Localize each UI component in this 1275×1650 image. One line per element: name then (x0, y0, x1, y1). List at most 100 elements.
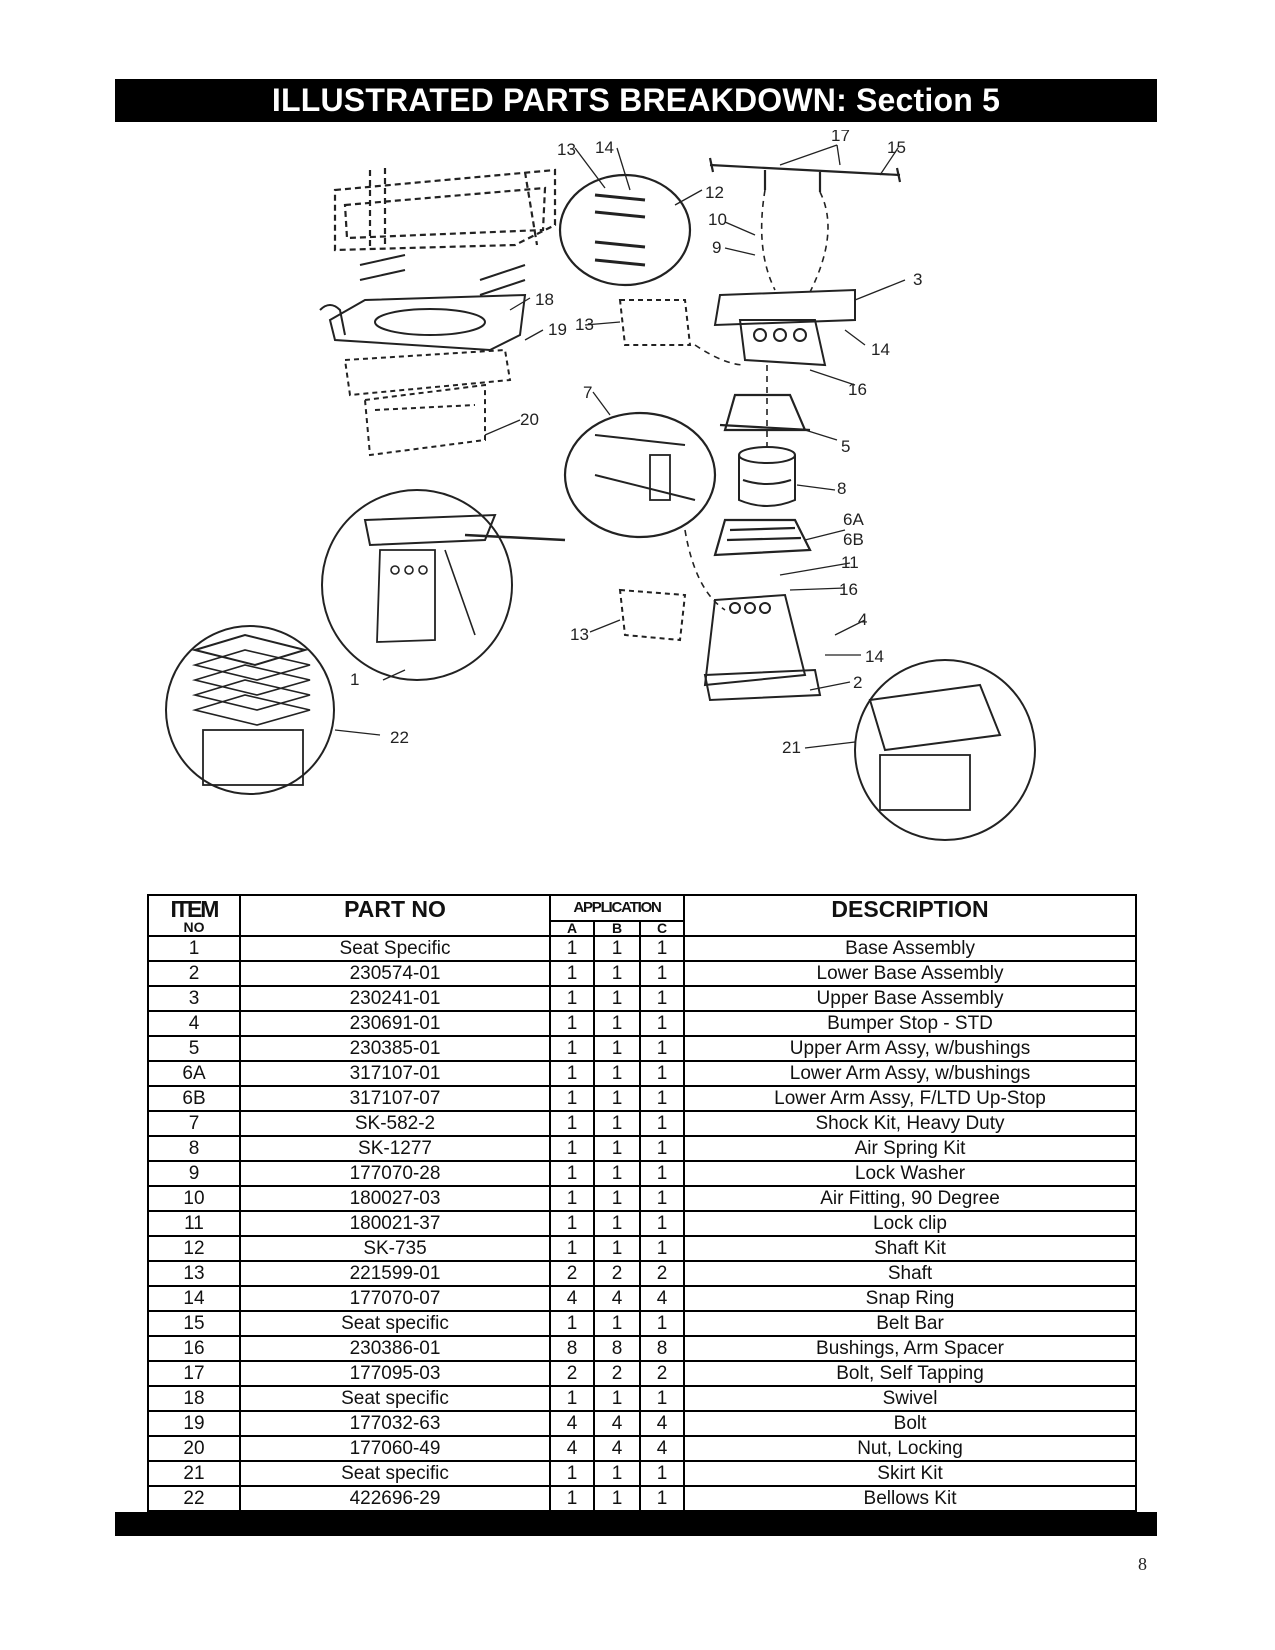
cell-item-no: 2 (147, 960, 241, 987)
cell-app-b: 1 (593, 1210, 641, 1237)
cell-app-b: 1 (593, 1485, 641, 1512)
cell-app-b: 1 (593, 1085, 641, 1112)
lower-base-drawing (618, 588, 822, 702)
cell-part-no: 177070-28 (239, 1160, 551, 1187)
cell-item-no: 12 (147, 1235, 241, 1262)
air-spring-drawing (738, 446, 796, 507)
cell-app-a: 1 (549, 1160, 595, 1187)
cell-part-no: 177060-49 (239, 1435, 551, 1462)
callout-11: 11 (841, 553, 859, 572)
callout-14-top: 14 (595, 138, 614, 157)
cell-description: Upper Base Assembly (683, 985, 1138, 1012)
upper-arm-drawing (719, 393, 811, 432)
callout-18: 18 (535, 290, 554, 309)
cell-app-b: 1 (593, 1235, 641, 1262)
callout-13-top: 13 (557, 140, 576, 159)
cell-part-no: SK-1277 (239, 1135, 551, 1162)
cell-part-no: 180027-03 (239, 1185, 551, 1212)
cell-app-a: 1 (549, 1185, 595, 1212)
callout-22: 22 (390, 728, 409, 747)
slide-mount-drawing (343, 348, 512, 457)
cell-app-c: 1 (638, 1485, 686, 1512)
cell-description: Skirt Kit (683, 1460, 1138, 1487)
cell-app-b: 4 (593, 1285, 641, 1312)
cell-item-no: 16 (147, 1335, 241, 1362)
cell-description: Bolt (683, 1410, 1138, 1437)
cell-app-c: 8 (638, 1335, 686, 1362)
cell-part-no: 422696-29 (239, 1485, 551, 1512)
cell-part-no: SK-735 (239, 1235, 551, 1262)
header-app-b: B (593, 920, 641, 937)
cell-description: Lock clip (683, 1210, 1138, 1237)
cell-item-no: 7 (147, 1110, 241, 1137)
cell-description: Air Fitting, 90 Degree (683, 1185, 1138, 1212)
cell-description: Snap Ring (683, 1285, 1138, 1312)
callout-3: 3 (913, 270, 922, 289)
cell-item-no: 14 (147, 1285, 241, 1312)
cell-part-no: 317107-07 (239, 1085, 551, 1112)
base-assembly-detail (321, 489, 566, 681)
cell-description: Shaft (683, 1260, 1138, 1287)
cell-item-no: 20 (147, 1435, 241, 1462)
cell-app-c: 1 (638, 1035, 686, 1062)
cell-app-c: 1 (638, 1385, 686, 1412)
cell-item-no: 10 (147, 1185, 241, 1212)
callout-20: 20 (520, 410, 539, 429)
cell-description: Upper Arm Assy, w/bushings (683, 1035, 1138, 1062)
cell-part-no: 317107-01 (239, 1060, 551, 1087)
callout-14-low: 14 (865, 647, 884, 666)
cell-app-c: 1 (638, 1310, 686, 1337)
cell-app-a: 4 (549, 1410, 595, 1437)
belt-bar-drawing (708, 157, 902, 192)
seat-frame-drawing (333, 168, 557, 252)
cell-description: Lower Arm Assy, w/bushings (683, 1060, 1138, 1087)
cell-part-no: Seat specific (239, 1310, 551, 1337)
cell-app-c: 1 (638, 1460, 686, 1487)
cell-app-c: 1 (638, 1135, 686, 1162)
header-app-c: C (638, 920, 686, 937)
cell-app-c: 4 (638, 1435, 686, 1462)
cell-app-b: 1 (593, 1110, 641, 1137)
cell-description: Base Assembly (683, 935, 1138, 962)
cell-app-b: 1 (593, 1160, 641, 1187)
cell-app-c: 1 (638, 985, 686, 1012)
cell-item-no: 8 (147, 1135, 241, 1162)
cell-description: Air Spring Kit (683, 1135, 1138, 1162)
header-part-no: PART NO (239, 894, 551, 921)
cell-app-a: 1 (549, 1010, 595, 1037)
cell-description: Lower Base Assembly (683, 960, 1138, 987)
cell-part-no: 230574-01 (239, 960, 551, 987)
cell-part-no: Seat Specific (239, 935, 551, 962)
cell-part-no: 177032-63 (239, 1410, 551, 1437)
cell-app-b: 1 (593, 1460, 641, 1487)
callout-21: 21 (782, 738, 801, 757)
cell-part-no: 230691-01 (239, 1010, 551, 1037)
cell-app-c: 1 (638, 1060, 686, 1087)
cell-app-b: 1 (593, 1185, 641, 1212)
cell-description: Shock Kit, Heavy Duty (683, 1110, 1138, 1137)
shaft-kit-detail (558, 173, 692, 287)
cell-item-no: 19 (147, 1410, 241, 1437)
cell-part-no: 177095-03 (239, 1360, 551, 1387)
cell-app-a: 1 (549, 1110, 595, 1137)
callout-14-mid: 14 (871, 340, 890, 359)
cell-part-no: 221599-01 (239, 1260, 551, 1287)
callout-16-low: 16 (839, 580, 858, 599)
exploded-parts-diagram: 1 2 3 4 5 6A 6B 7 8 9 10 11 12 13 13 13 … (165, 126, 1095, 885)
cell-description: Bellows Kit (683, 1485, 1138, 1512)
cell-app-a: 2 (549, 1360, 595, 1387)
header-app-a: A (549, 920, 595, 937)
cell-app-a: 4 (549, 1435, 595, 1462)
callout-8: 8 (837, 479, 846, 498)
callout-7: 7 (583, 383, 592, 402)
cell-app-c: 1 (638, 1210, 686, 1237)
parts-table: ITEM PART NO APPLICATION DESCRIPTION NO … (147, 894, 1138, 1512)
